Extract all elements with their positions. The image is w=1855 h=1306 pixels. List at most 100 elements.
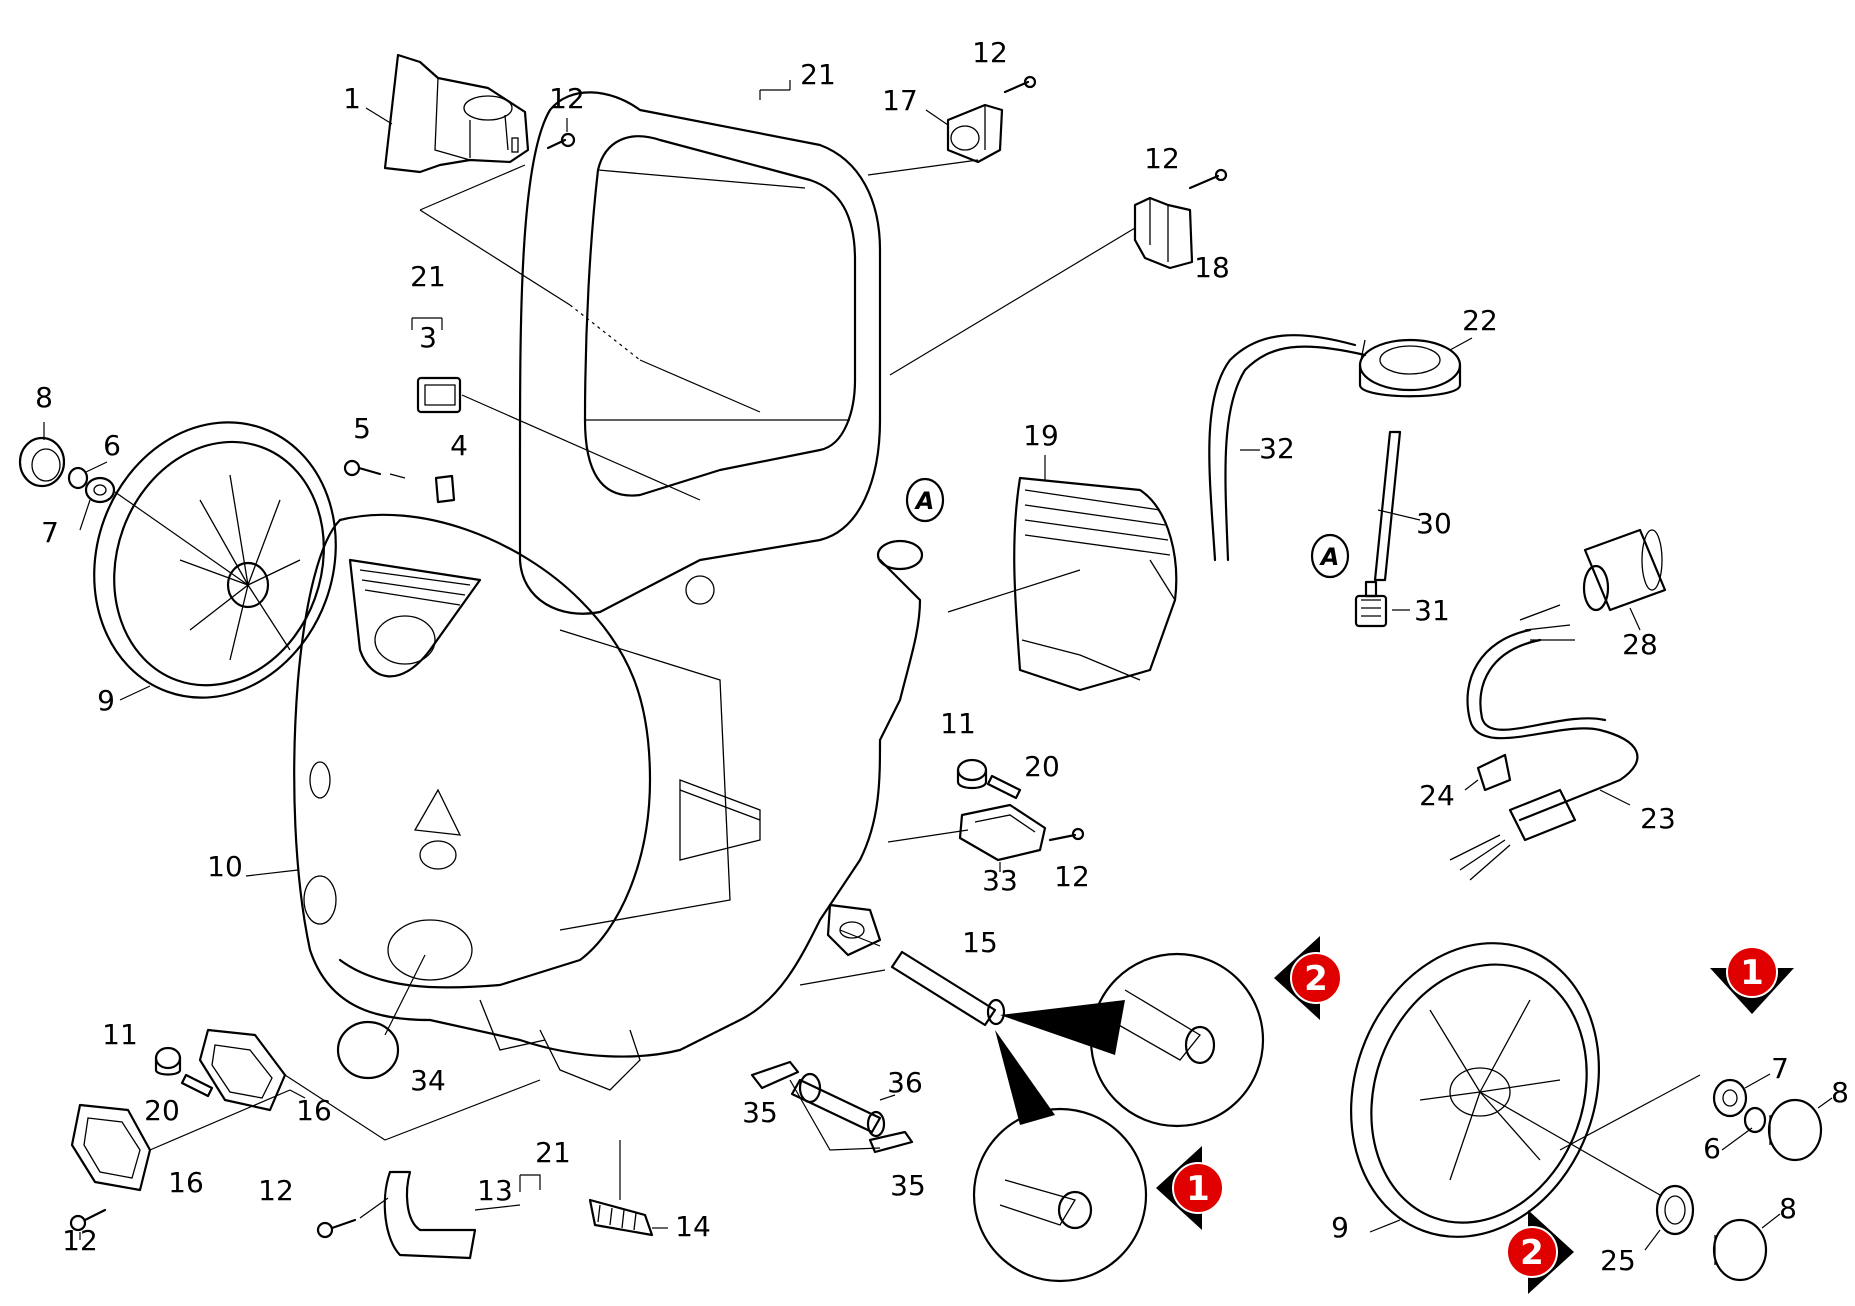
callout-c32: 32 bbox=[1259, 432, 1295, 465]
part-1-holder bbox=[383, 53, 530, 174]
red-badges: 2 1 1 2 bbox=[1156, 936, 1794, 1294]
screw-icon bbox=[1188, 168, 1228, 190]
callout-c8c: 8 bbox=[1779, 1192, 1797, 1225]
socket-a bbox=[876, 539, 924, 571]
badge-number: 1 bbox=[1740, 953, 1764, 993]
screw-icon bbox=[1003, 75, 1037, 94]
callout-c30: 30 bbox=[1416, 507, 1452, 540]
callout-c22: 22 bbox=[1462, 304, 1498, 337]
screw-icon bbox=[69, 1208, 107, 1232]
callout-c23: 23 bbox=[1640, 802, 1676, 835]
part-32-hose bbox=[1208, 334, 1367, 562]
callout-c24: 24 bbox=[1419, 779, 1455, 812]
part-7-washer bbox=[84, 476, 116, 504]
part-8-hub-cap bbox=[1712, 1218, 1768, 1282]
part-20-pin bbox=[986, 774, 1022, 800]
callout-c36: 36 bbox=[887, 1066, 923, 1099]
callout-c35b: 35 bbox=[890, 1169, 926, 1202]
callout-c14: 14 bbox=[675, 1210, 711, 1243]
part-16-bracket-upper bbox=[198, 1028, 287, 1112]
callout-c28: 28 bbox=[1622, 628, 1658, 661]
callout-c18: 18 bbox=[1194, 251, 1230, 284]
callout-c11a: 11 bbox=[940, 707, 976, 740]
callout-c4: 4 bbox=[450, 429, 468, 462]
badge-b2-bot: 2 bbox=[1506, 1210, 1574, 1294]
reference-markers: AA bbox=[905, 477, 1350, 579]
part-6-washer bbox=[1743, 1106, 1767, 1134]
badge-number: 1 bbox=[1186, 1169, 1210, 1209]
part-3-clip bbox=[416, 376, 462, 414]
badge-b1-left: 1 bbox=[1156, 1146, 1224, 1230]
part-21-handle-frame bbox=[518, 91, 882, 615]
part-28-plug bbox=[1582, 528, 1667, 612]
part-20-pin bbox=[180, 1073, 214, 1098]
callout-c20a: 20 bbox=[1024, 750, 1060, 783]
reference-letter: A bbox=[914, 487, 935, 515]
detail-circle-bottom bbox=[972, 1030, 1148, 1283]
part-25-ring bbox=[1655, 1184, 1695, 1236]
callout-c17: 17 bbox=[882, 84, 918, 117]
callout-c31: 31 bbox=[1414, 594, 1450, 627]
badge-b1-right: 1 bbox=[1710, 946, 1794, 1014]
detail-circle-top bbox=[1000, 952, 1265, 1128]
callout-c10: 10 bbox=[207, 850, 243, 883]
part-10-housing bbox=[293, 513, 922, 1091]
callout-c6b: 6 bbox=[1703, 1132, 1721, 1165]
part-31-filter bbox=[1354, 580, 1388, 628]
callout-c20b: 20 bbox=[144, 1094, 180, 1127]
part-15-axle bbox=[890, 950, 1006, 1027]
callout-c25: 25 bbox=[1600, 1244, 1636, 1277]
reference-marker-refA1: A bbox=[905, 477, 945, 523]
callout-c12d: 12 bbox=[1054, 860, 1090, 893]
callout-c3: 3 bbox=[419, 321, 437, 354]
axle-holder bbox=[826, 903, 882, 957]
callout-c12b: 12 bbox=[972, 36, 1008, 69]
part-30-tube bbox=[1373, 430, 1402, 582]
badge-number: 2 bbox=[1304, 959, 1328, 999]
callout-c12c: 12 bbox=[1144, 142, 1180, 175]
screw-icon bbox=[546, 132, 576, 150]
badge-b2-top: 2 bbox=[1274, 936, 1342, 1020]
part-33-bracket bbox=[958, 803, 1047, 862]
callout-c7a: 7 bbox=[41, 516, 59, 549]
part-11-plug bbox=[956, 758, 988, 790]
callout-c12f: 12 bbox=[62, 1224, 98, 1257]
part-24-clip bbox=[1476, 753, 1512, 792]
screw-icon bbox=[316, 1218, 357, 1239]
part-17-hose-holder bbox=[946, 103, 1004, 164]
callout-c12e: 12 bbox=[258, 1174, 294, 1207]
part-34-cap bbox=[336, 1020, 400, 1080]
part-6-washer bbox=[67, 466, 89, 490]
callout-c33: 33 bbox=[982, 864, 1018, 897]
part-8-hub-cap bbox=[1767, 1098, 1823, 1162]
callout-c8a: 8 bbox=[35, 381, 53, 414]
callout-c12a: 12 bbox=[549, 82, 585, 115]
reference-letter: A bbox=[1319, 543, 1340, 571]
part-18-cable-hook bbox=[1133, 196, 1194, 270]
part-22-cap bbox=[1358, 338, 1462, 398]
part-4-clip bbox=[434, 474, 456, 504]
callout-c21b: 21 bbox=[410, 260, 446, 293]
part-9-wheel-left bbox=[93, 421, 337, 699]
part-8-hub-cap bbox=[18, 436, 66, 488]
callout-c11b: 11 bbox=[102, 1018, 138, 1051]
callout-c19: 19 bbox=[1023, 419, 1059, 452]
part-13-cover bbox=[383, 1170, 477, 1260]
callout-c16b: 16 bbox=[168, 1166, 204, 1199]
screw-icon bbox=[1048, 827, 1085, 842]
part-23-cable bbox=[1449, 604, 1639, 881]
callout-c13: 13 bbox=[477, 1174, 513, 1207]
callout-c35a: 35 bbox=[742, 1096, 778, 1129]
part-16-bracket-lower bbox=[70, 1103, 152, 1192]
callout-c6a: 6 bbox=[103, 429, 121, 462]
callout-c34: 34 bbox=[410, 1064, 446, 1097]
part-36-pin bbox=[790, 1072, 886, 1138]
part-19-hood bbox=[1013, 476, 1178, 692]
part-9-wheel-right bbox=[1350, 942, 1600, 1238]
screw-icon bbox=[343, 459, 382, 477]
callout-c16a: 16 bbox=[296, 1094, 332, 1127]
callout-c8b: 8 bbox=[1831, 1076, 1849, 1109]
callout-c21c: 21 bbox=[535, 1136, 571, 1169]
